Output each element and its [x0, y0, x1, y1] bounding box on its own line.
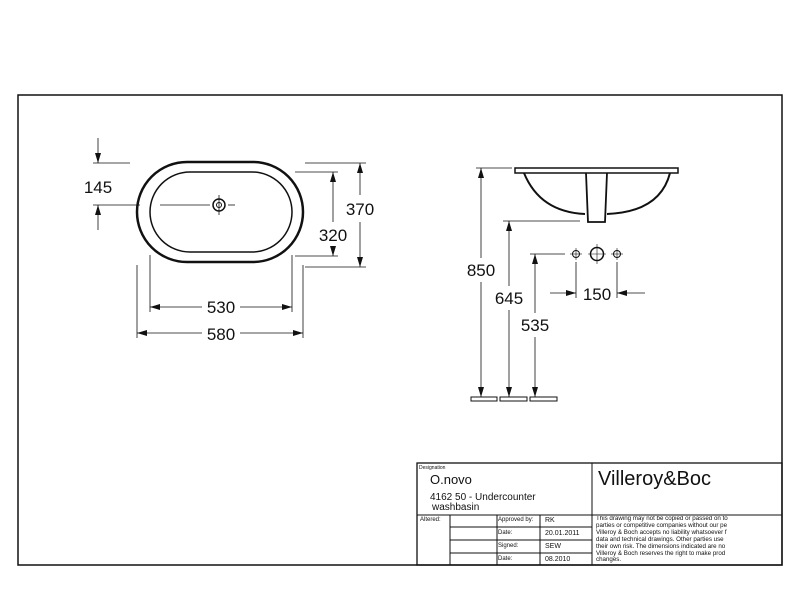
drain-stem	[585, 172, 608, 223]
dim-535: 535	[521, 316, 549, 335]
disclaimer-line: data and technical drawings. Other parti…	[596, 535, 724, 543]
date-label-2: Date:	[498, 556, 513, 562]
floor-mark	[470, 396, 498, 402]
side-view	[470, 167, 679, 402]
disclaimer-line: their own risk. The dimensions indicated…	[596, 542, 726, 550]
floor-mark	[529, 396, 558, 402]
dim-370: 370	[346, 200, 374, 219]
dim-645: 645	[495, 289, 523, 308]
signed-label: Signed:	[498, 543, 519, 549]
basin-inner-outline	[149, 171, 293, 253]
designation-label: Designation	[419, 465, 446, 471]
date-value-2: 08.2010	[545, 556, 571, 563]
product-description-2: washbasin	[432, 502, 480, 513]
approved-by-label: Approved by:	[498, 517, 534, 523]
disclaimer-line: Villeroy & Boch accepts no liability wha…	[596, 528, 727, 536]
dim-145: 145	[84, 178, 112, 197]
date-value: 20.01.2011	[545, 530, 580, 537]
dim-150: 150	[583, 285, 611, 304]
floor-mark	[499, 396, 528, 402]
disclaimer-line: parties or competitive companies without…	[596, 521, 728, 529]
dim-530: 530	[207, 298, 235, 317]
altered-label: Altered:	[420, 517, 441, 523]
plan-view	[93, 138, 366, 338]
dim-580: 580	[207, 325, 235, 344]
basin-bowl	[523, 172, 671, 215]
disclaimer-line: This drawing may not be copied or passed…	[596, 516, 728, 522]
disclaimer-line: changes.	[596, 556, 622, 564]
disclaimer-text: This drawing may not be copied or passed…	[596, 516, 780, 564]
basin-outer-outline	[135, 160, 305, 264]
disclaimer-line: Villeroy & Boch reserves the right to ma…	[596, 549, 726, 557]
drawing-border	[17, 94, 783, 566]
product-description: 4162 50 - Undercounter	[430, 492, 536, 503]
basin-rim	[514, 167, 679, 174]
signed-value: SEW	[545, 543, 561, 550]
product-name: O.novo	[430, 472, 472, 487]
dim-320: 320	[319, 226, 347, 245]
title-block-frame	[416, 462, 783, 566]
brand-logo: Villeroy&Boc	[598, 468, 712, 490]
title-block-grid	[416, 462, 783, 566]
approved-by-value: RK	[545, 517, 555, 524]
date-label: Date:	[498, 530, 513, 536]
dim-850: 850	[467, 261, 495, 280]
